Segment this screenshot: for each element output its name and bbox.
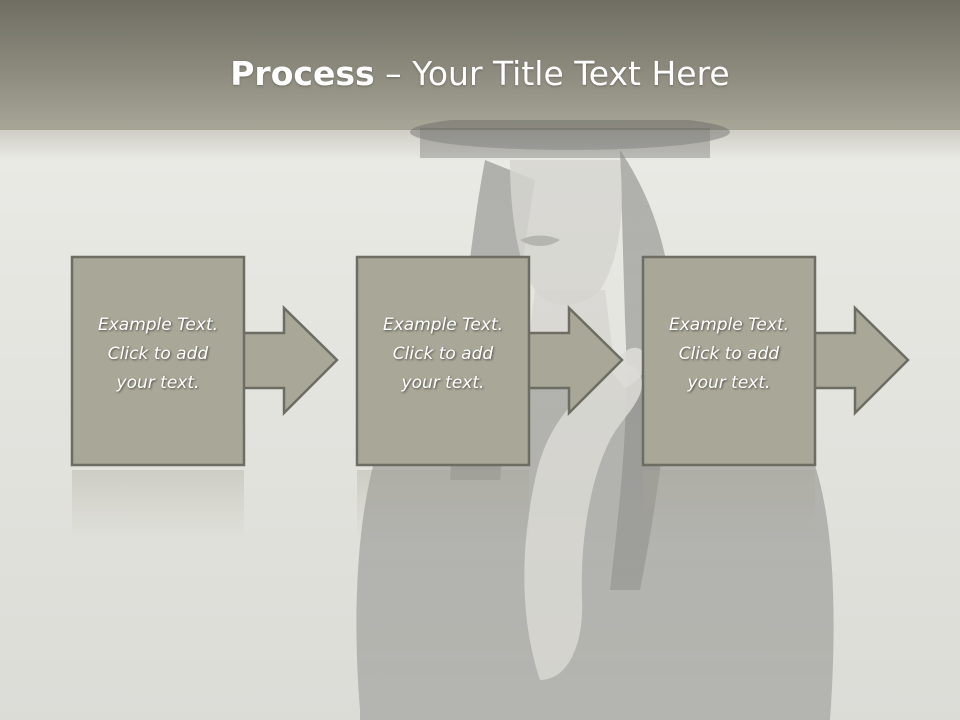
process-box-3-reflection — [643, 470, 815, 540]
process-box-1[interactable] — [70, 255, 246, 467]
process-step-2-text[interactable]: Example Text. Click to add your text. — [357, 311, 529, 398]
process-step-3-text[interactable]: Example Text. Click to add your text. — [643, 311, 815, 398]
process-step-2[interactable] — [355, 255, 624, 540]
step-text-line: Click to add — [392, 344, 494, 364]
process-box-3[interactable] — [641, 255, 817, 467]
step-text-line: Click to add — [107, 344, 209, 364]
process-box-1-reflection — [72, 470, 244, 540]
step-text-line: Click to add — [678, 344, 780, 364]
process-box-2-reflection — [357, 470, 529, 540]
process-arrow-2[interactable] — [523, 305, 624, 417]
process-step-3[interactable] — [641, 255, 910, 540]
title-rest-text: – Your Title Text Here — [374, 54, 730, 93]
process-step-1[interactable] — [70, 255, 339, 540]
step-text-line: Example Text. — [382, 315, 504, 335]
header-band — [0, 0, 960, 130]
process-arrow-1[interactable] — [238, 305, 339, 417]
step-text-line: your text. — [687, 373, 771, 393]
slide-title[interactable]: Process – Your Title Text Here — [0, 52, 960, 96]
process-arrow-3[interactable] — [809, 305, 910, 417]
title-bold-text: Process — [230, 54, 375, 93]
step-text-line: your text. — [401, 373, 485, 393]
header-fade — [0, 120, 960, 160]
step-text-line: Example Text. — [668, 315, 790, 335]
step-text-line: Example Text. — [97, 315, 219, 335]
process-step-1-text[interactable]: Example Text. Click to add your text. — [72, 311, 244, 398]
process-box-2[interactable] — [355, 255, 531, 467]
step-text-line: your text. — [116, 373, 200, 393]
